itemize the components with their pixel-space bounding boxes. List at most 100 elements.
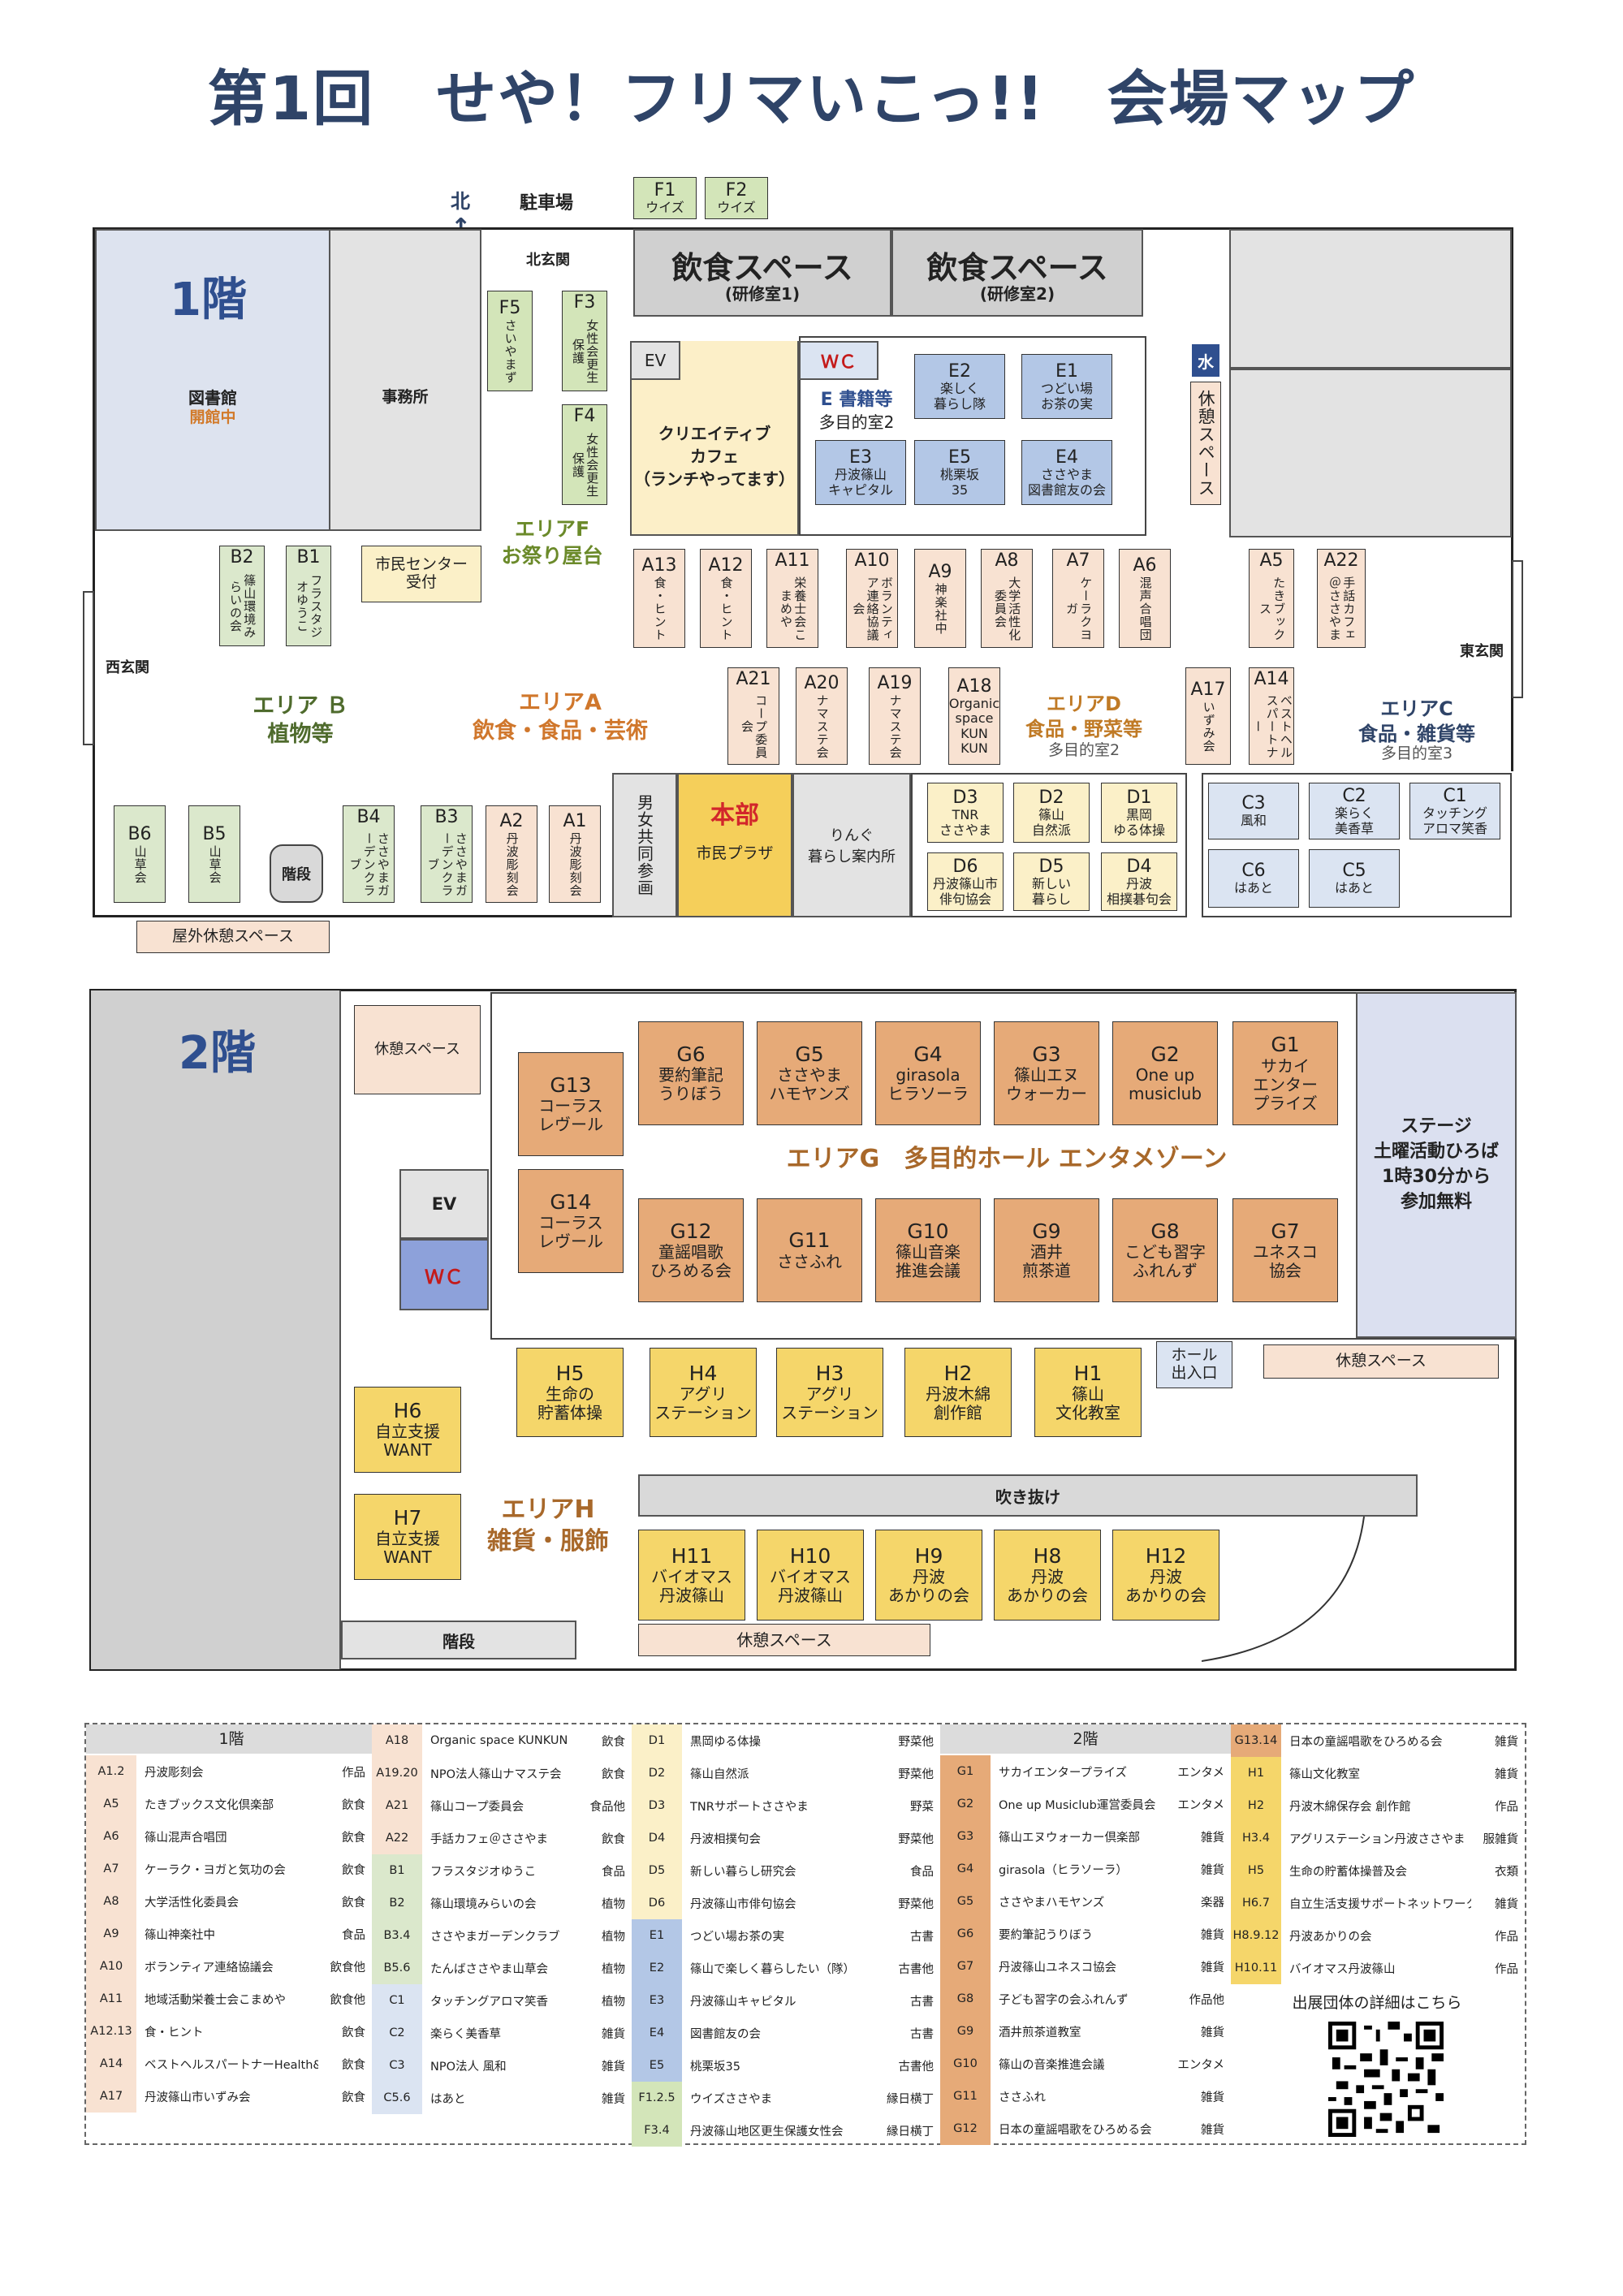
hall-entrance[interactable]: ホール 出入口 [1156,1341,1232,1388]
food-space-1[interactable]: 飲食スペース (研修室1) [633,229,891,317]
rest-space-2f-1[interactable]: 休憩スペース [354,1005,481,1094]
legend-booth-id: A1.2 [86,1755,136,1788]
headquarters[interactable]: 本部 市民プラザ [677,773,792,917]
food-space-2[interactable]: 飲食スペース (研修室2) [891,229,1143,317]
water[interactable]: 水 [1192,344,1219,377]
booth-name: 生命の 貯蓄体操 [537,1384,602,1423]
rest-space-vertical[interactable]: 休憩スペース [1190,382,1221,505]
wc-1f[interactable]: ＷＣ [799,341,878,380]
stage[interactable]: ステージ 土曜活動ひろば 1時30分から 参加無料 [1356,992,1517,1338]
stairs-2f[interactable]: 階段 [341,1621,576,1659]
cafe[interactable]: クリエイティブ カフェ （ランチやってます） [630,341,799,536]
restroom-gender[interactable]: 男女共同参画 [612,773,677,917]
wc-2f[interactable]: ＷＣ [399,1239,489,1310]
rest-space-2f-2[interactable]: 休憩スペース [1263,1344,1499,1379]
rest-space-2f-3[interactable]: 休憩スペース [638,1624,930,1656]
stairs-1f[interactable]: 階段 [270,844,323,903]
outdoor-rest[interactable]: 屋外休憩スペース [136,921,330,953]
citizen-center-desk[interactable]: 市民センター 受付 [361,546,481,602]
booth-name: 楽しく 暮らし隊 [933,381,986,412]
booth-name: ウイズ [645,200,684,216]
legend-booth-id: A9 [86,1918,136,1950]
legend-exhibitor-name: タッチングアロマ笑香 [430,1995,548,2009]
qr-code-icon[interactable] [1328,2022,1444,2137]
library[interactable]: 1階 図書館 開館中 [95,229,330,531]
elevator-2f[interactable]: EV [399,1169,489,1239]
ringo-info[interactable]: りんぐ 暮らし案内所 [792,773,911,917]
